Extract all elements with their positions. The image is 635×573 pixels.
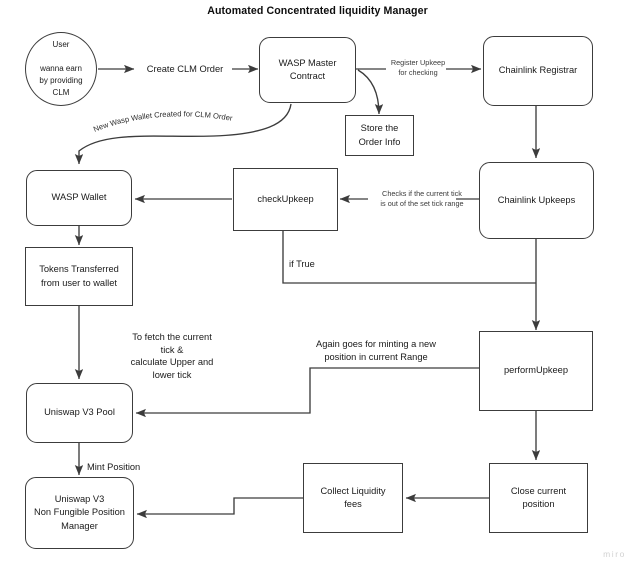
node-uniswap-v3-pool-label: Uniswap V3 Pool (44, 407, 115, 418)
edge-label-create-clm-order: Create CLM Order (146, 64, 224, 74)
node-check-upkeep[interactable]: checkUpkeep (233, 168, 338, 231)
edge-label-mint-position: Mint Position (87, 462, 141, 472)
node-uniswap-v3-nfpm[interactable]: Uniswap V3 Non Fungible Position Manager (25, 477, 134, 549)
node-chainlink-registrar-label: Chainlink Registrar (498, 65, 578, 76)
node-tokens-transferred[interactable]: Tokens Transferred from user to wallet (25, 247, 133, 306)
edge-master-to-wallet (74, 103, 292, 165)
node-store-order-info-label: Store the Order Info (358, 123, 401, 147)
node-uniswap-v3-pool[interactable]: Uniswap V3 Pool (26, 383, 133, 443)
node-chainlink-upkeeps-label: Chainlink Upkeeps (497, 194, 576, 205)
node-store-order-info[interactable]: Store the Order Info (345, 115, 414, 156)
node-tokens-transferred-label: Tokens Transferred from user to wallet (39, 264, 119, 288)
node-close-current-position-label: Close current position (510, 485, 567, 509)
edge-master-to-store (357, 69, 384, 115)
edge-collect-to-nfpm (136, 497, 303, 519)
node-user[interactable]: User wanna earn by providing CLM (25, 32, 97, 106)
edge-label-fetch-current-tick: To fetch the current tick & calculate Up… (130, 332, 214, 380)
node-collect-liquidity-fees-label: Collect Liquidity fees (320, 485, 386, 509)
miro-watermark: miro (603, 549, 626, 559)
edge-label-if-true: if True (289, 259, 315, 269)
node-wasp-master-contract[interactable]: WASP Master Contract (259, 37, 356, 103)
node-perform-upkeep[interactable]: performUpkeep (479, 331, 593, 411)
edge-label-checks-current-tick: Checks if the current tick is out of the… (380, 189, 464, 209)
node-perform-upkeep-label: performUpkeep (503, 365, 569, 376)
node-wasp-master-contract-label: WASP Master Contract (278, 57, 337, 81)
edge-label-again-goes-minting: Again goes for minting a new position in… (316, 339, 436, 362)
diagram-title: Automated Concentrated liquidity Manager (207, 5, 428, 17)
node-chainlink-upkeeps[interactable]: Chainlink Upkeeps (479, 162, 594, 239)
node-wasp-wallet[interactable]: WASP Wallet (26, 170, 132, 226)
node-chainlink-registrar[interactable]: Chainlink Registrar (483, 36, 593, 106)
edge-label-new-wasp-wallet: New Wasp Wallet Created for CLM Order (92, 109, 234, 133)
node-wasp-wallet-label: WASP Wallet (51, 192, 107, 203)
edge-label-register-upkeep: Register Upkeep for checking (390, 58, 446, 78)
node-uniswap-v3-nfpm-label: Uniswap V3 Non Fungible Position Manager (34, 494, 125, 531)
node-check-upkeep-label: checkUpkeep (257, 193, 314, 204)
node-collect-liquidity-fees[interactable]: Collect Liquidity fees (303, 463, 403, 533)
node-close-current-position[interactable]: Close current position (489, 463, 588, 533)
node-user-label: User wanna earn by providing CLM (39, 40, 83, 97)
